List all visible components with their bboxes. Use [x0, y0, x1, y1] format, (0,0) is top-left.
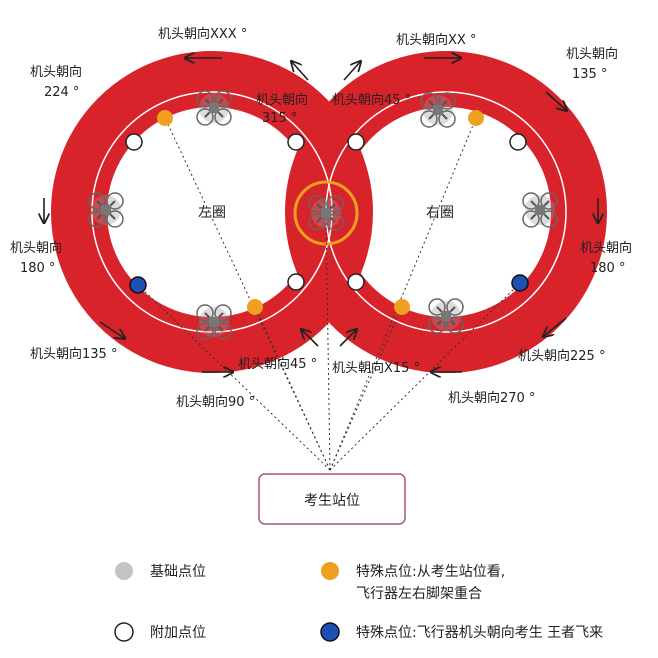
extra-point — [509, 133, 527, 151]
heading-label-lower-right: 机头朝向225 ° — [518, 348, 605, 364]
heading-label-left-inner: 机头朝向 — [256, 92, 308, 108]
heading-label-left-bottom-mid: 机头朝向45 ° — [238, 356, 317, 372]
heading-label-upper-right: 机头朝向 — [566, 46, 618, 62]
direction-arrow-icon — [292, 62, 309, 81]
heading-label-upper-right-value: 135 ° — [572, 67, 607, 82]
direction-arrow-icon — [544, 317, 567, 336]
legend-special2-label: 特殊点位:飞行器机头朝向考生 王者飞来 — [356, 625, 603, 641]
heading-label-right-top: 机头朝向XX ° — [396, 32, 476, 48]
heading-label-upper-left-value: 224 ° — [44, 85, 79, 100]
legend-special1-swatch — [321, 562, 339, 580]
legend-extra-swatch — [114, 622, 134, 642]
heading-label-right: 机头朝向 — [580, 240, 632, 256]
extra-point — [347, 133, 365, 151]
legend-extra-label: 附加点位 — [150, 625, 206, 641]
special-points-blue — [129, 274, 529, 294]
legend-basic-label: 基础点位 — [150, 563, 206, 580]
direction-arrows — [44, 58, 598, 372]
left-loop-label: 左圈 — [198, 205, 226, 221]
examinee-station: 考生站位 — [258, 473, 406, 525]
sight-line — [329, 117, 477, 471]
special-point-blue — [511, 274, 529, 292]
heading-label-left-top: 机头朝向XXX ° — [158, 26, 247, 42]
legend-basic-swatch — [115, 562, 133, 580]
special-point-orange — [157, 110, 173, 126]
extra-point — [287, 133, 305, 151]
legend-special1-line1: 特殊点位:从考生站位看, — [356, 564, 505, 580]
station-label: 考生站位 — [304, 493, 360, 509]
heading-label-left-bottom: 机头朝向90 ° — [176, 394, 255, 410]
legend-special1-line2: 飞行器左右脚架重合 — [356, 586, 482, 602]
special-point-blue — [129, 276, 147, 294]
heading-label-lower-left: 机头朝向135 ° — [30, 346, 117, 362]
heading-label-right-bottom-mid: 机头朝向X15 ° — [332, 360, 420, 376]
heading-label-right-inner: 机头朝向45 ° — [332, 92, 411, 108]
heading-label-right-bottom: 机头朝向270 ° — [448, 390, 535, 406]
heading-labels: 机头朝向XXX ° 机头朝向 224 ° 机头朝向 315 ° 机头朝向 180… — [10, 26, 632, 410]
special-points-orange — [157, 110, 484, 315]
special-point-orange — [394, 299, 410, 315]
extra-point — [287, 273, 305, 291]
special-point-orange — [468, 110, 484, 126]
extra-point — [347, 273, 365, 291]
extra-points — [125, 133, 527, 291]
right-loop-label: 右圈 — [426, 205, 454, 221]
heading-label-right-value: 180 ° — [590, 261, 625, 276]
extra-point — [125, 133, 143, 151]
direction-arrow-icon — [302, 330, 319, 347]
legend: 基础点位 附加点位 特殊点位:从考生站位看, 飞行器左右脚架重合 特殊点位:飞行… — [114, 562, 603, 642]
heading-label-upper-left: 机头朝向 — [30, 64, 82, 80]
heading-label-left: 机头朝向 — [10, 240, 62, 256]
direction-arrow-icon — [99, 321, 124, 338]
sight-lines — [137, 117, 521, 471]
legend-special2-swatch — [320, 622, 340, 642]
special-point-orange — [247, 299, 263, 315]
heading-label-left-inner-value: 315 ° — [262, 111, 297, 126]
direction-arrow-icon — [339, 330, 356, 347]
heading-label-left-value: 180 ° — [20, 261, 55, 276]
direction-arrow-icon — [343, 62, 360, 81]
direction-arrow-icon — [545, 91, 566, 110]
